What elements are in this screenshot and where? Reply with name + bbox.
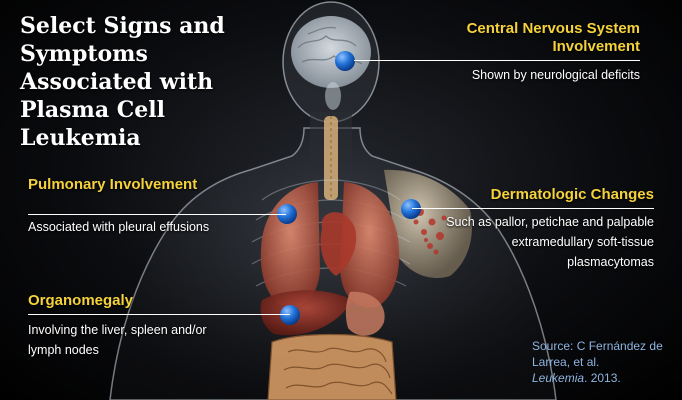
marker-cns [335,51,355,71]
pulmonary-heading: Pulmonary Involvement [28,176,198,193]
cns-heading: Central Nervous System Involvement [466,20,640,55]
marker-pulmonary [277,204,297,224]
intestines [267,333,397,400]
dermatologic-heading: Dermatologic Changes [490,186,654,203]
lungs [260,182,400,308]
source-citation: Source: C Fernández de Larrea, et al. Leu… [532,338,672,386]
marker-dermatologic [401,199,421,219]
brain [291,16,371,110]
heart [320,212,357,276]
spine [324,116,338,200]
cns-leader-line [354,60,640,61]
source-journal: Leukemia [532,371,585,385]
stomach [345,291,385,336]
marker-organomegaly [280,305,300,325]
dermatologic-description: Such as pallor, petichae and palpable ex… [446,215,654,269]
organomegaly-heading: Organomegaly [28,292,134,309]
pulmonary-leader-line [28,214,286,215]
callout-markers [277,51,421,325]
source-year: . 2013. [584,371,621,385]
cns-description: Shown by neurological deficits [471,68,640,82]
organomegaly-leader-line [28,314,290,315]
organomegaly-description: Involving the liver, spleen and/or lymph… [28,323,207,357]
liver [260,290,352,336]
dermatologic-leader-line [412,208,654,209]
diagram-title: Select Signs and Symptoms Associated wit… [20,13,225,151]
pulmonary-description: Associated with pleural effusions [28,220,210,234]
shoulder-skin [384,169,472,278]
source-text: Source: C Fernández de Larrea, et al. [532,339,663,369]
